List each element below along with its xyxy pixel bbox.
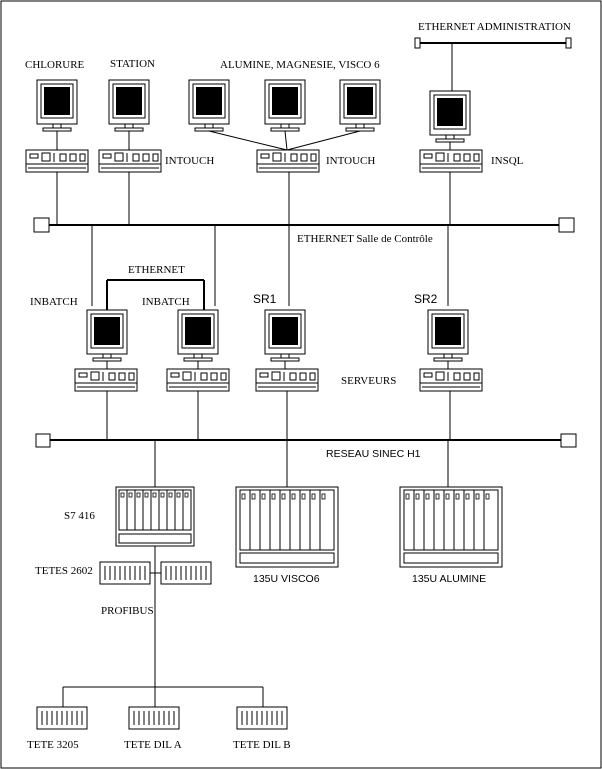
- tete-3205-rack: [36, 706, 88, 730]
- ethernet-salle-bus: [33, 217, 575, 233]
- station-label: STATION: [110, 58, 155, 70]
- u135-visco6-label: 135U VISCO6: [253, 573, 320, 585]
- inbatch-label-1: INBATCH: [30, 296, 78, 308]
- ethernet-salle-label: ETHERNET Salle de Contrôle: [297, 233, 433, 245]
- u135-visco6-plc: [235, 486, 339, 568]
- tete-3205-label: TETE 3205: [27, 739, 79, 751]
- sinec-h1-bus: [35, 433, 577, 448]
- station-workstation: [98, 79, 162, 225]
- tete-dil-a-label: TETE DIL A: [124, 739, 182, 751]
- inbatch-ethernet-link: [106, 279, 205, 310]
- u135-alumine-plc: [399, 486, 503, 568]
- chlorure-workstation: [25, 79, 89, 225]
- reseau-sinec-label: RESEAU SINEC H1: [326, 448, 421, 460]
- alumine-group-label: ALUMINE, MAGNESIE, VISCO 6: [220, 59, 380, 71]
- ethernet-label: ETHERNET: [128, 264, 185, 276]
- insql-label: INSQL: [491, 155, 524, 167]
- chlorure-label: CHLORURE: [25, 59, 85, 71]
- sr1-server: [255, 309, 319, 440]
- tetes-2602-label: TETES 2602: [35, 565, 93, 577]
- s7-416-label: S7 416: [64, 510, 95, 522]
- s7-416-plc: [115, 486, 195, 547]
- profibus-distribution: [62, 686, 264, 707]
- inbatch-label-2: INBATCH: [142, 296, 190, 308]
- intouch-label-2: INTOUCH: [326, 155, 375, 167]
- alumine-group-workstations: [188, 79, 381, 225]
- tete-dil-b-rack: [236, 706, 288, 730]
- serveurs-label: SERVEURS: [341, 375, 396, 387]
- intouch-label-1: INTOUCH: [165, 155, 214, 167]
- profibus-label: PROFIBUS: [101, 605, 154, 617]
- tete-dil-a-rack: [128, 706, 180, 730]
- sr1-label: SR1: [253, 292, 277, 306]
- tete-dil-b-label: TETE DIL B: [233, 739, 291, 751]
- sr2-server: [419, 309, 483, 440]
- inbatch-server-2: [166, 309, 230, 440]
- inbatch-server-1: [74, 309, 138, 440]
- insql-workstation: [419, 90, 483, 225]
- sr2-label: SR2: [414, 292, 438, 306]
- ethernet-admin-bus: [414, 37, 572, 91]
- ethernet-admin-label: ETHERNET ADMINISTRATION: [418, 21, 571, 33]
- u135-alumine-label: 135U ALUMINE: [412, 573, 486, 585]
